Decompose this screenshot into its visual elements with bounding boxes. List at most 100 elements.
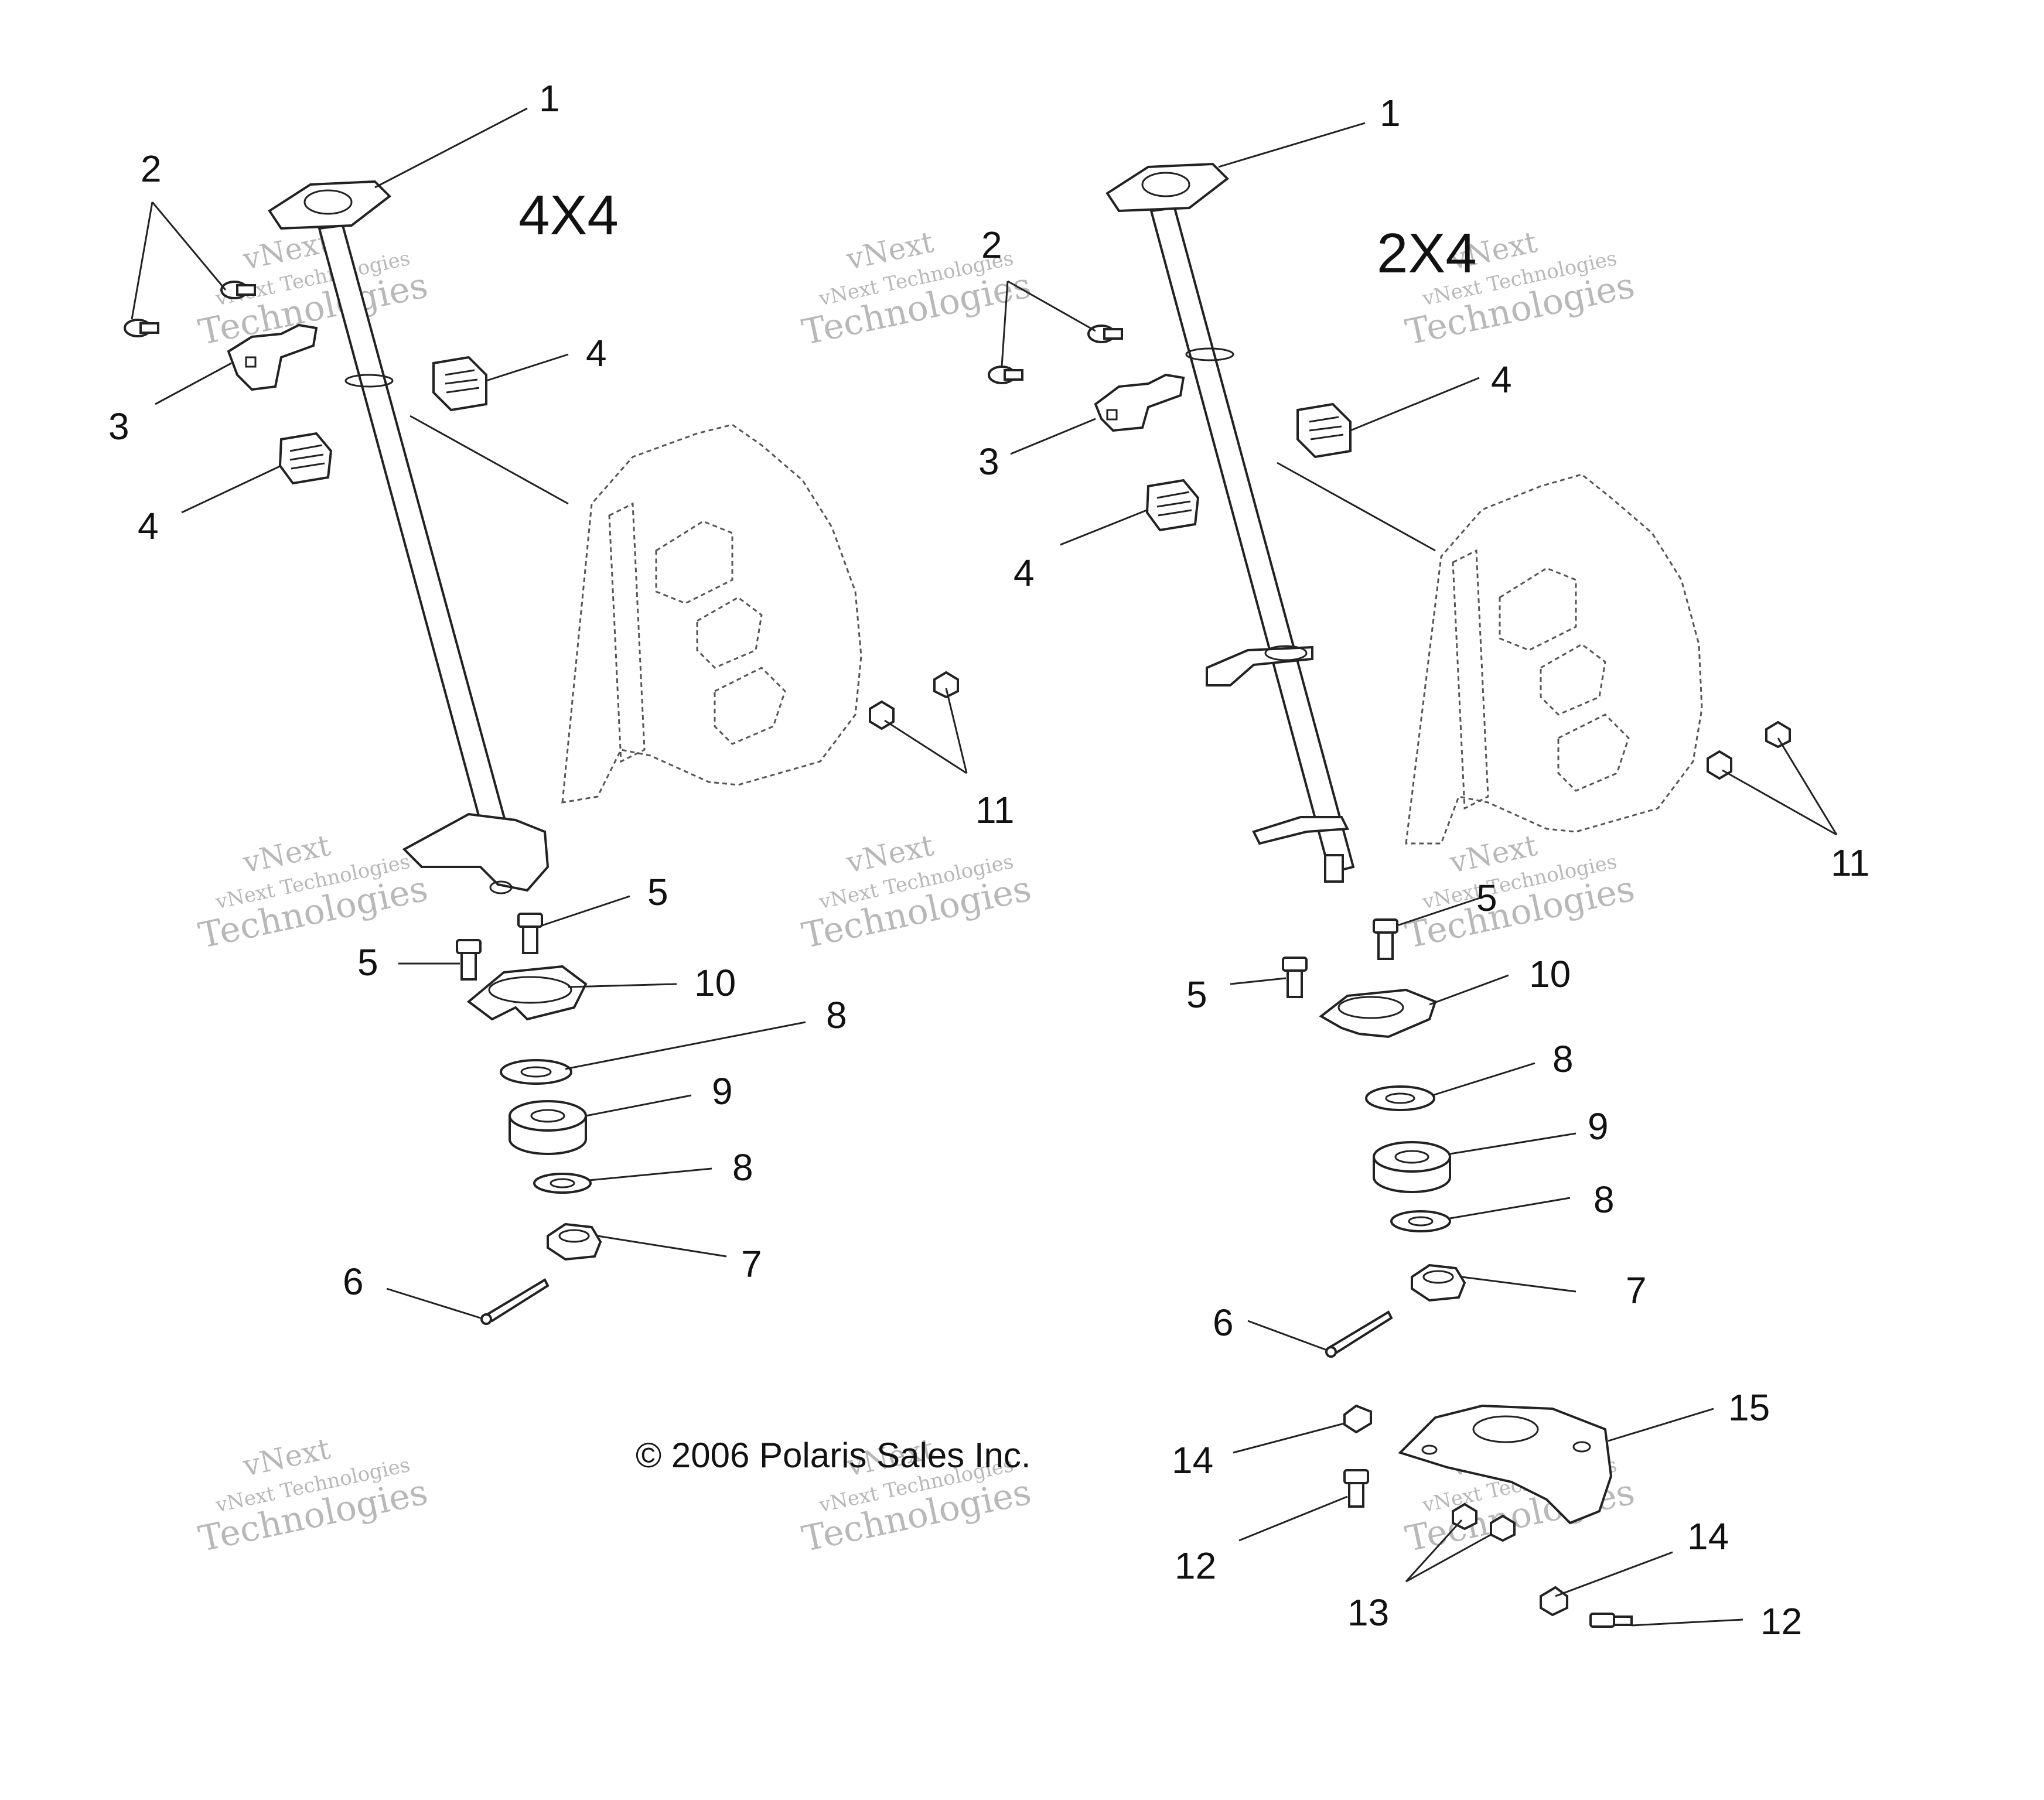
grommet-part-4 — [1296, 402, 1352, 459]
callout-8: 8 — [826, 994, 847, 1036]
callout-4: 4 — [586, 332, 607, 374]
callout-6: 6 — [1213, 1302, 1234, 1344]
watermark-layer: vNext vNext Technologies Technologies vN… — [195, 225, 1638, 1560]
callout-10: 10 — [1529, 953, 1571, 995]
flange-nut-part-14 — [1540, 1586, 1568, 1617]
callout-12: 12 — [1760, 1600, 1802, 1642]
callout-2: 2 — [141, 148, 162, 190]
callout-8: 8 — [732, 1146, 753, 1188]
grommet-part-4 — [432, 356, 487, 412]
watermark: vNext vNext Technologies Technologies — [195, 1432, 431, 1560]
callout-13: 13 — [1347, 1591, 1389, 1634]
mounting-bracket-hole — [1421, 1444, 1438, 1455]
steering-post — [1149, 206, 1355, 875]
assembly-2x4: 1 2 3 4 4 5 5 10 8 9 8 7 6 11 15 14 12 1… — [978, 92, 1869, 1642]
grommet-part-4 — [1145, 479, 1200, 532]
callout-9: 9 — [1588, 1105, 1609, 1147]
body-panel-inner — [1452, 549, 1489, 810]
clamp-slot — [1106, 409, 1118, 421]
body-panel-window — [714, 667, 786, 745]
mounting-bracket-bore — [1472, 1415, 1539, 1443]
callout-4: 4 — [138, 505, 159, 547]
nut-part-11 — [1707, 750, 1732, 780]
steering-post — [318, 224, 511, 845]
steering-post-bottom-stub — [1324, 854, 1344, 883]
callout-8: 8 — [1593, 1179, 1615, 1221]
section-title-2x4: 2X4 — [1377, 222, 1477, 285]
callout-8: 8 — [1552, 1038, 1574, 1080]
steering-post-mid-bracket — [1206, 645, 1313, 686]
bolt-part-12 — [1343, 1469, 1369, 1508]
washer-part-8 — [533, 1173, 592, 1194]
mounting-bracket-part-15 — [1398, 1404, 1613, 1525]
top-plate-bore — [1141, 172, 1190, 197]
callout-5: 5 — [1476, 877, 1497, 919]
assembly-4x4: 1 2 3 4 4 5 5 10 8 9 8 7 6 11 — [108, 77, 1014, 1325]
clamp-part-3 — [227, 323, 318, 391]
washer-part-8 — [1365, 1085, 1435, 1111]
clamp-slot — [245, 356, 257, 368]
steering-post-top-plate — [1105, 162, 1230, 213]
leader-lines-2x4 — [1001, 122, 1838, 1627]
grommet-part-4 — [278, 432, 333, 485]
steering-post-ring — [344, 374, 394, 388]
steering-post-bottom-arm — [402, 812, 550, 892]
bolt-part-5 — [517, 913, 543, 954]
bearing-housing-bore — [1337, 996, 1404, 1019]
watermark: vNext vNext Technologies Technologies — [1402, 828, 1638, 957]
bolt-part-5 — [1373, 918, 1398, 960]
callout-2: 2 — [981, 224, 1002, 266]
callout-4: 4 — [1014, 552, 1035, 594]
steering-post-top-plate — [268, 180, 392, 230]
cotter-pin-part-6 — [1325, 1310, 1393, 1358]
body-panel — [561, 423, 862, 804]
bearing-housing-part-10 — [1319, 988, 1437, 1039]
bushing-part-9 — [1373, 1141, 1451, 1193]
callout-12: 12 — [1175, 1545, 1216, 1587]
callout-5: 5 — [357, 941, 378, 983]
body-panel-window — [696, 596, 763, 669]
nut-part-13 — [1490, 1514, 1516, 1542]
callout-5: 5 — [1186, 974, 1207, 1016]
callout-11: 11 — [975, 789, 1014, 831]
clamp-part-3 — [1094, 373, 1185, 432]
top-plate-bore — [303, 189, 353, 215]
bolt-part-2 — [124, 319, 159, 337]
callout-14: 14 — [1687, 1515, 1729, 1558]
callout-14: 14 — [1172, 1439, 1213, 1481]
bolt-part-5 — [1282, 957, 1308, 998]
mounting-bracket-hole — [1572, 1441, 1591, 1453]
callout-10: 10 — [694, 962, 736, 1004]
bolt-part-5 — [456, 939, 482, 981]
bushing-part-9 — [509, 1100, 587, 1155]
bottom-arm-bore — [489, 880, 513, 894]
bolt-part-12 — [1589, 1613, 1633, 1628]
leader-lines-4x4 — [131, 107, 968, 1319]
body-panel-window — [1499, 567, 1577, 651]
callout-11: 11 — [1831, 842, 1869, 884]
body-panel-window — [1540, 643, 1606, 716]
steering-post-ring — [1185, 347, 1234, 361]
body-panel-window — [1557, 713, 1630, 792]
washer-part-8 — [1390, 1210, 1451, 1232]
callout-7: 7 — [1626, 1269, 1647, 1311]
washer-part-8 — [500, 1059, 572, 1085]
copyright-text: © 2006 Polaris Sales Inc. — [636, 1436, 1031, 1475]
body-panel — [1405, 473, 1703, 845]
callout-4: 4 — [1491, 358, 1512, 401]
watermark: vNext vNext Technologies Technologies — [195, 828, 431, 957]
nut-part-11 — [1765, 720, 1791, 749]
bearing-housing-bore — [488, 976, 572, 1004]
callout-1: 1 — [539, 77, 560, 119]
watermark: vNext vNext Technologies Technologies — [799, 828, 1035, 957]
body-panel-inner — [608, 502, 646, 763]
bolt-part-2 — [220, 281, 256, 299]
callout-7: 7 — [741, 1243, 762, 1285]
callout-5: 5 — [647, 871, 668, 913]
bearing-housing-part-10 — [466, 965, 588, 1021]
callout-15: 15 — [1728, 1386, 1770, 1429]
section-title-4x4: 4X4 — [518, 184, 619, 247]
callout-1: 1 — [1380, 92, 1401, 134]
callout-3: 3 — [108, 405, 129, 448]
